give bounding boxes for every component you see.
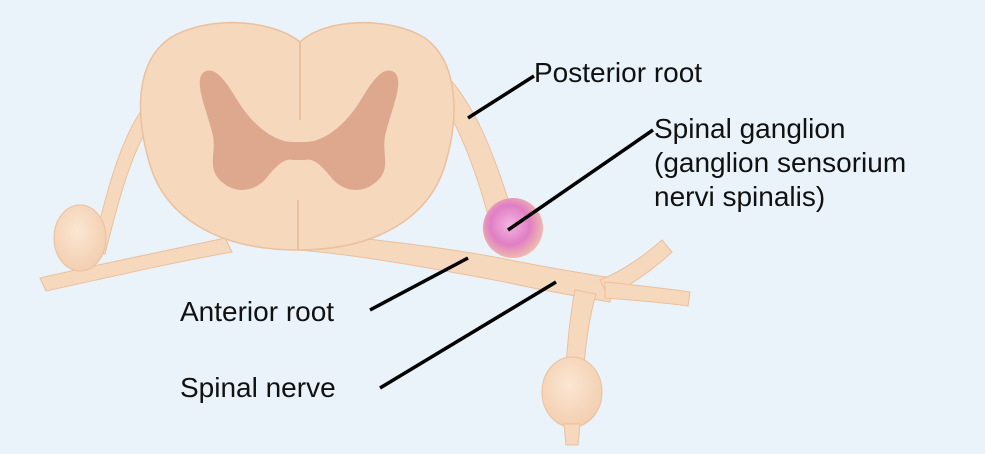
spinal-ganglion-label-line1: Spinal ganglion: [654, 112, 906, 146]
lower-ganglion: [542, 357, 602, 427]
left-ganglion: [54, 205, 106, 271]
anterior-root-label: Anterior root: [180, 295, 334, 329]
spinal-ganglion-label-line2: (ganglion sensorium: [654, 146, 906, 180]
lower-nerve-stub: [564, 424, 580, 445]
spinal-ganglion-label: Spinal ganglion (ganglion sensorium nerv…: [654, 112, 906, 214]
spinal-ganglion-label-line3: nervi spinalis): [654, 180, 906, 214]
posterior-root-label: Posterior root: [534, 56, 702, 90]
spinal-nerve-label: Spinal nerve: [180, 371, 336, 405]
